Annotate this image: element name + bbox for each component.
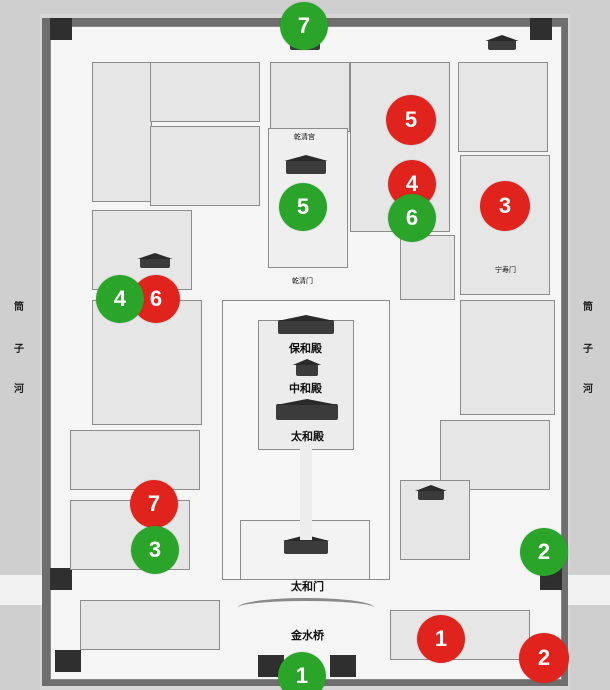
golden-water-river: [238, 598, 374, 617]
block-e1: [400, 235, 455, 300]
block-w1: [92, 210, 192, 290]
block-ne: [458, 62, 548, 152]
marker-red-5[interactable]: 5: [386, 95, 436, 145]
marker-green-4[interactable]: 4: [96, 275, 144, 323]
hall-ne-1: [488, 40, 516, 50]
label-ningshoumen: 宁寿门: [495, 266, 516, 274]
marker-green-2[interactable]: 2: [520, 528, 568, 576]
marker-red-3[interactable]: 3: [480, 181, 530, 231]
hall-west-1: [140, 258, 170, 268]
marker-green-5[interactable]: 5: [279, 183, 327, 231]
label-tongzihe-left-2: 子: [14, 344, 24, 355]
label-taihemen: 太和门: [291, 580, 324, 593]
marker-green-7[interactable]: 7: [280, 2, 328, 50]
label-qianqinggong: 乾清宫: [294, 133, 315, 141]
label-tongzihe-right-1: 筒: [583, 302, 593, 313]
corner-tower-ne: [530, 18, 552, 40]
label-jinshuiqiao: 金水桥: [291, 629, 324, 642]
label-taihe: 太和殿: [291, 430, 324, 443]
block-nw: [92, 62, 152, 202]
hall-zhonghe: [296, 364, 318, 376]
corner-tower-sw: [50, 568, 72, 590]
label-tongzihe-left-3: 河: [14, 384, 24, 395]
marker-green-6[interactable]: 6: [388, 194, 436, 242]
block-n2: [150, 126, 260, 206]
block-e2: [440, 420, 550, 490]
marker-red-1[interactable]: 1: [417, 615, 465, 663]
hall-taihe: [276, 404, 338, 420]
marker-red-2[interactable]: 2: [519, 633, 569, 683]
label-tongzihe-right-3: 河: [583, 384, 593, 395]
label-zhonghe: 中和殿: [289, 382, 322, 395]
marker-green-3[interactable]: 3: [131, 526, 179, 574]
block-n1: [150, 62, 260, 122]
corner-tower-bc: [330, 655, 356, 677]
block-w3: [70, 430, 200, 490]
hall-baohe: [278, 320, 334, 334]
corner-tower-bl: [55, 650, 81, 672]
label-qianqingmen: 乾清门: [292, 277, 313, 285]
central-path: [300, 440, 312, 540]
label-tongzihe-left-1: 筒: [14, 302, 24, 313]
label-baohe: 保和殿: [289, 342, 322, 355]
label-tongzihe-right-2: 子: [583, 344, 593, 355]
hall-taihemen: [284, 540, 328, 554]
block-s-left: [80, 600, 220, 650]
corner-tower-br: [258, 655, 284, 677]
hall-east-1: [418, 490, 444, 500]
block-ne3: [460, 300, 555, 415]
corner-tower-nw: [50, 18, 72, 40]
hall-qianqinggong: [286, 160, 326, 174]
block-n3: [270, 62, 350, 132]
terrace-three-halls: [258, 320, 354, 450]
marker-green-1[interactable]: 1: [278, 652, 326, 690]
marker-red-7[interactable]: 7: [130, 480, 178, 528]
